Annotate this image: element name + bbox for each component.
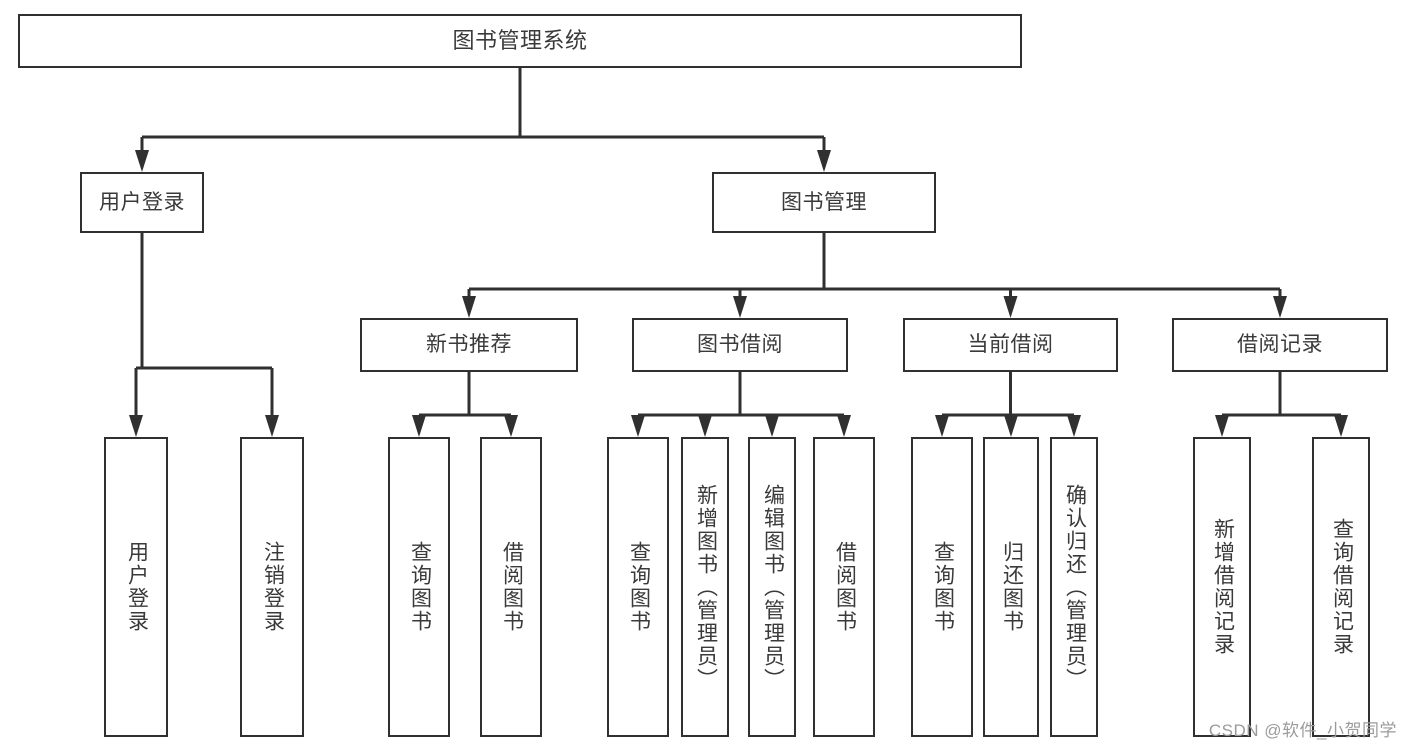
node-leaf_query_book_1: 查询图书 bbox=[388, 437, 450, 737]
node-label: 借阅记录 bbox=[1237, 333, 1323, 357]
arrowhead-icon bbox=[765, 415, 779, 437]
node-label: 确认归还（管理员） bbox=[1063, 483, 1087, 691]
arrowhead-icon bbox=[631, 415, 645, 437]
node-leaf_logout: 注销登录 bbox=[240, 437, 304, 737]
node-label: 当前借阅 bbox=[967, 333, 1054, 357]
node-borrow_log: 借阅记录 bbox=[1172, 318, 1388, 372]
arrowhead-icon bbox=[412, 415, 426, 437]
arrowhead-icon bbox=[837, 415, 851, 437]
arrowhead-icon bbox=[1334, 415, 1348, 437]
arrowhead-icon bbox=[265, 415, 279, 437]
node-label: 新增图书（管理员） bbox=[694, 483, 718, 691]
node-book_borrow: 图书借阅 bbox=[632, 318, 848, 372]
node-leaf_add_book: 新增图书（管理员） bbox=[681, 437, 729, 737]
node-cur_borrow: 当前借阅 bbox=[903, 318, 1118, 372]
node-leaf_add_log: 新增借阅记录 bbox=[1193, 437, 1251, 737]
node-label: 借阅图书 bbox=[500, 541, 524, 633]
node-label: 图书管理系统 bbox=[452, 27, 588, 53]
node-label: 图书管理 bbox=[781, 190, 867, 214]
arrowhead-icon bbox=[817, 150, 831, 172]
node-label: 借阅图书 bbox=[833, 541, 857, 633]
node-leaf_login: 用户登录 bbox=[104, 437, 168, 737]
node-book_manage: 图书管理 bbox=[712, 172, 936, 233]
arrowhead-icon bbox=[1273, 296, 1287, 318]
node-leaf_confirm_ret: 确认归还（管理员） bbox=[1050, 437, 1098, 737]
arrowhead-icon bbox=[504, 415, 518, 437]
node-label: 查询图书 bbox=[408, 541, 432, 633]
node-leaf_borrow_book_1: 借阅图书 bbox=[480, 437, 542, 737]
node-label: 新书推荐 bbox=[426, 333, 512, 357]
node-leaf_edit_book: 编辑图书（管理员） bbox=[748, 437, 796, 737]
arrowhead-icon bbox=[1004, 415, 1018, 437]
node-label: 用户登录 bbox=[125, 541, 149, 633]
node-leaf_query_log: 查询借阅记录 bbox=[1312, 437, 1370, 737]
arrowhead-icon bbox=[129, 415, 143, 437]
node-label: 编辑图书（管理员） bbox=[761, 483, 785, 691]
node-new_book_rec: 新书推荐 bbox=[360, 318, 578, 372]
node-leaf_query_book_3: 查询图书 bbox=[911, 437, 973, 737]
arrowhead-icon bbox=[935, 415, 949, 437]
node-label: 查询图书 bbox=[627, 541, 651, 633]
node-root: 图书管理系统 bbox=[18, 14, 1022, 68]
arrowhead-icon bbox=[698, 415, 712, 437]
node-label: 查询借阅记录 bbox=[1330, 518, 1354, 656]
arrowhead-icon bbox=[1215, 415, 1229, 437]
node-user_login: 用户登录 bbox=[80, 172, 204, 233]
arrowhead-icon bbox=[1067, 415, 1081, 437]
node-label: 查询图书 bbox=[931, 541, 955, 633]
arrowhead-icon bbox=[135, 150, 149, 172]
arrowhead-icon bbox=[462, 296, 476, 318]
node-label: 新增借阅记录 bbox=[1211, 518, 1235, 656]
node-leaf_query_book_2: 查询图书 bbox=[607, 437, 669, 737]
arrowhead-icon bbox=[733, 296, 747, 318]
arrowhead-icon bbox=[1003, 296, 1018, 318]
node-label: 归还图书 bbox=[1000, 541, 1024, 633]
node-label: 注销登录 bbox=[261, 541, 285, 633]
node-label: 图书借阅 bbox=[697, 333, 783, 357]
node-leaf_return_book: 归还图书 bbox=[983, 437, 1039, 737]
node-label: 用户登录 bbox=[99, 190, 185, 214]
node-leaf_borrow_book_2: 借阅图书 bbox=[813, 437, 875, 737]
